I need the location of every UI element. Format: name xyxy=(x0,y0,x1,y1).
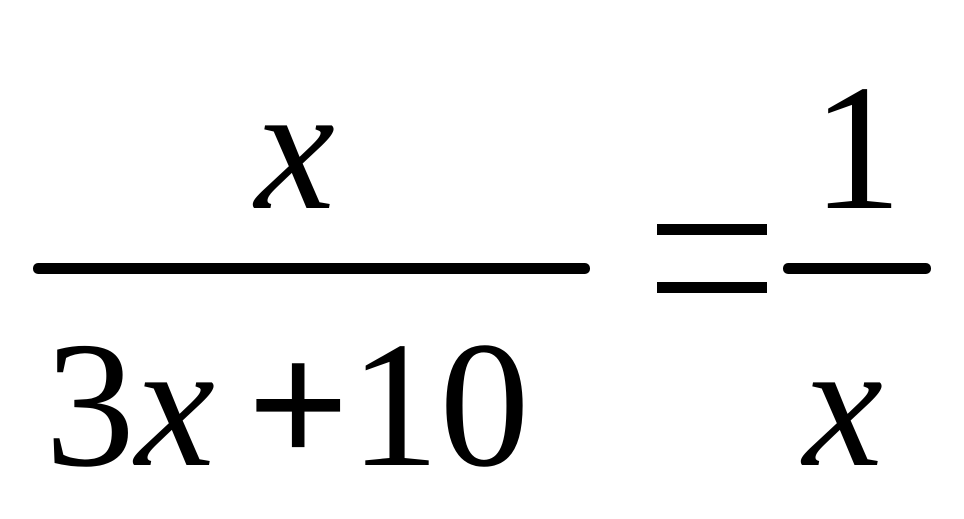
right-denominator: x xyxy=(803,305,883,504)
right-fraction-bar xyxy=(783,263,931,274)
left-numerator: x xyxy=(255,48,335,247)
right-numerator: 1 xyxy=(812,48,902,247)
left-denominator: 3x+10 xyxy=(45,315,529,495)
left-fraction-bar xyxy=(33,263,590,274)
equals-top-line xyxy=(657,224,767,235)
denominator-coefficient: 3 xyxy=(45,305,135,504)
plus-operator: + xyxy=(246,305,350,504)
equals-bottom-line xyxy=(657,282,767,293)
equals-sign xyxy=(657,224,767,294)
denominator-variable: x xyxy=(135,305,215,504)
denominator-constant: 10 xyxy=(349,305,530,504)
